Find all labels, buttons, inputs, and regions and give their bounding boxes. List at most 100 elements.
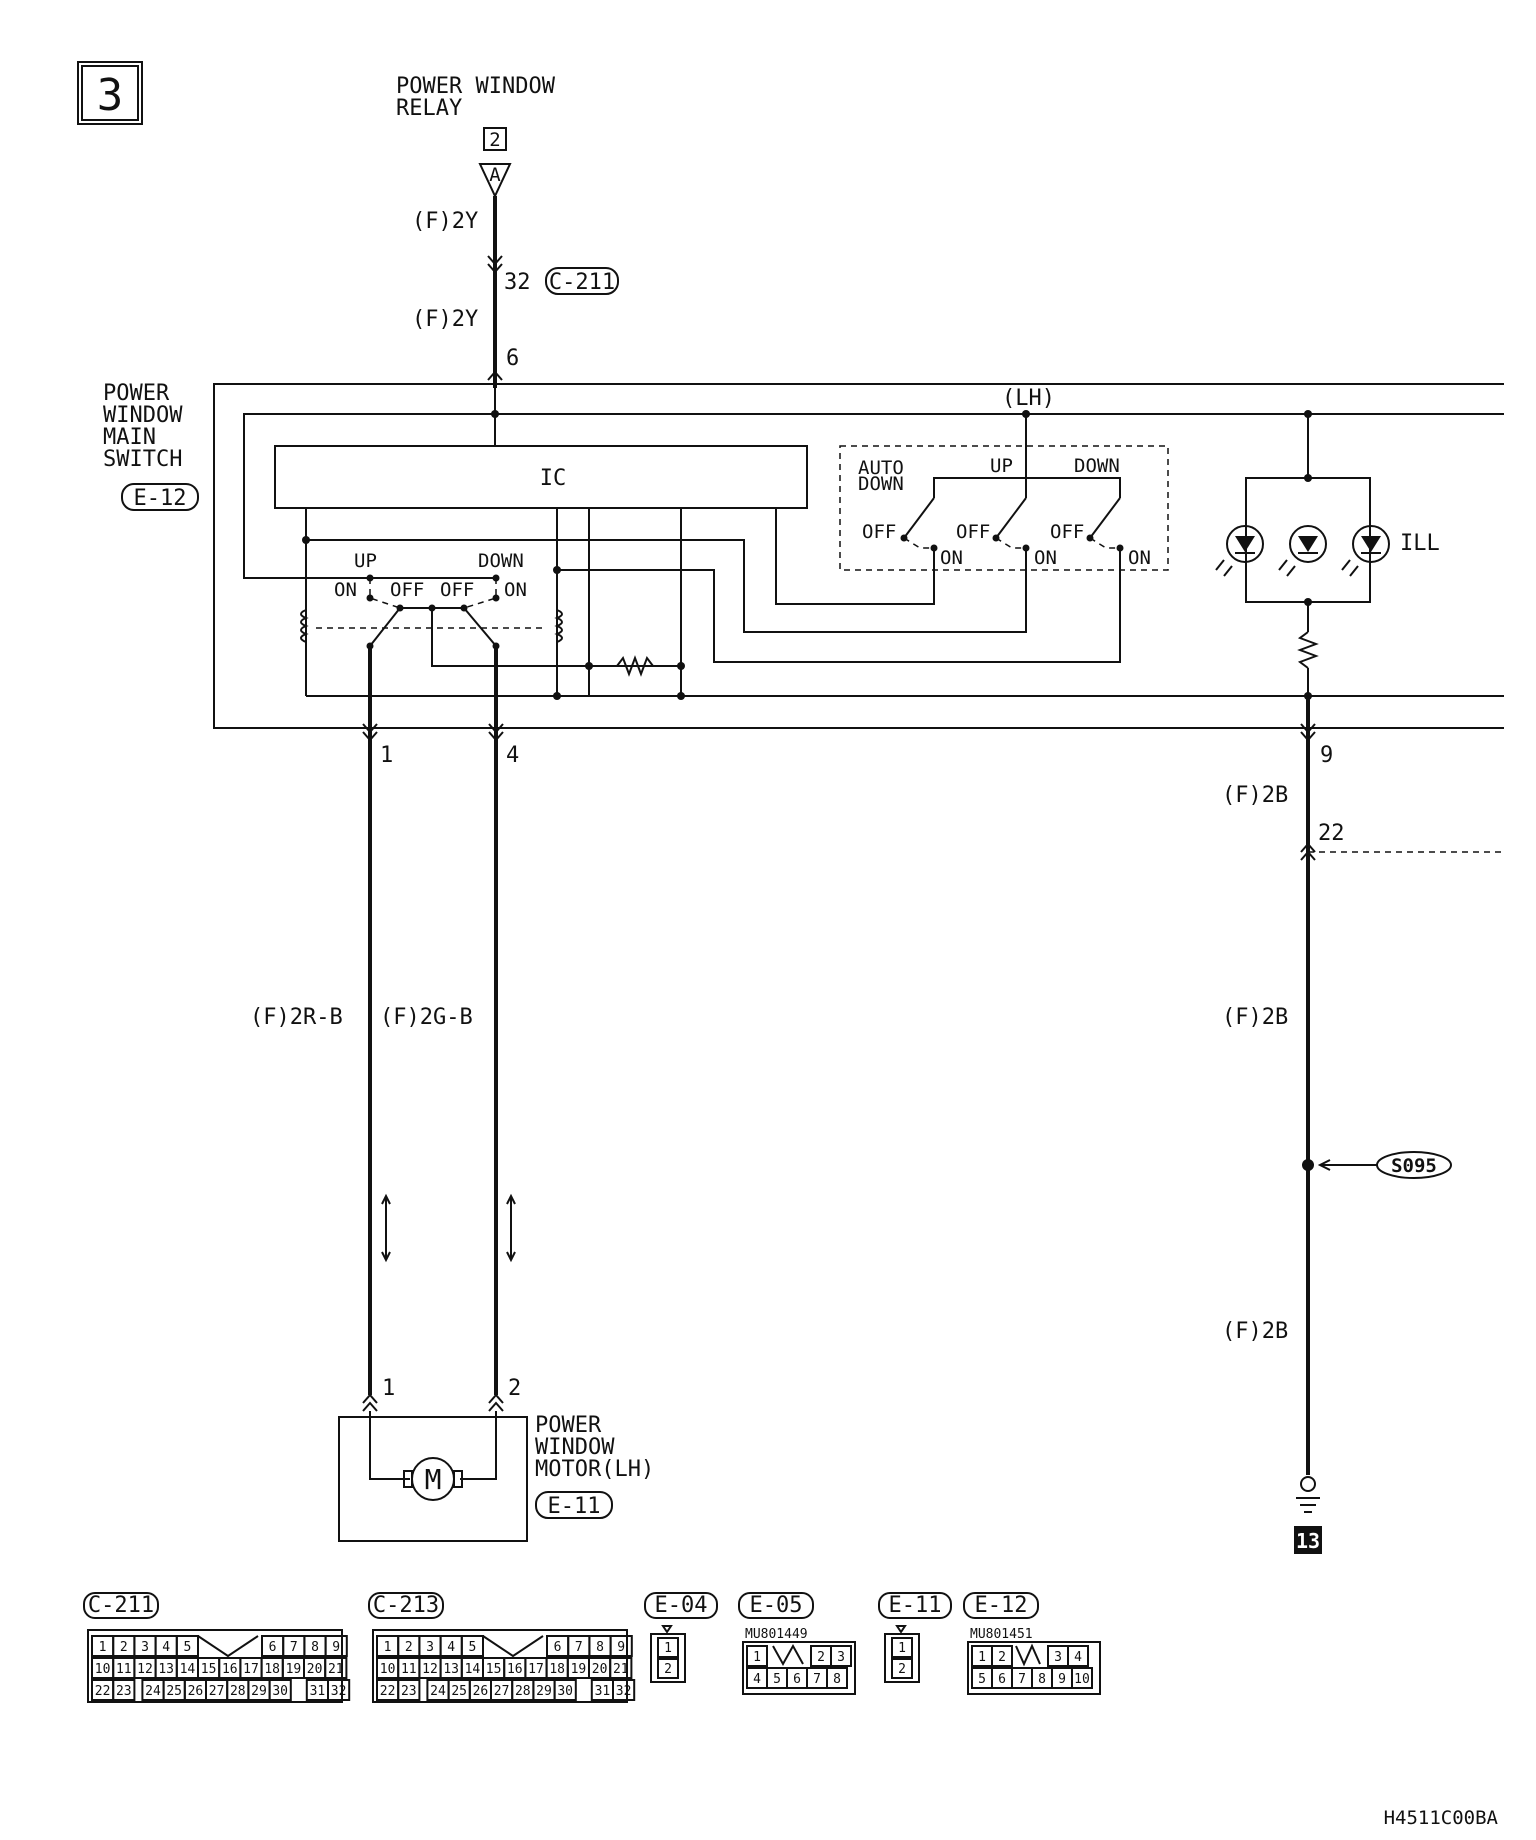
lh-up-label: UP: [990, 455, 1013, 477]
c-211-pin: 10: [95, 1662, 111, 1677]
e-05-label: E-05: [750, 1593, 803, 1618]
c-213-pin: 4: [447, 1640, 455, 1655]
c-211-pin: 5: [183, 1640, 191, 1655]
motor-symbol: [411, 1457, 455, 1501]
c-213-pin: 22: [380, 1684, 396, 1699]
splice-badge: [1376, 1151, 1452, 1179]
c-213-pin-cell: [553, 1679, 577, 1701]
motor-connector-badge: [535, 1491, 613, 1519]
wire-label-2b-3: (F)2B: [1222, 1319, 1288, 1344]
e-12-pin: 1: [978, 1650, 986, 1665]
c-211-pin-cell: [175, 1635, 200, 1657]
switch-down-label: DOWN: [478, 550, 524, 572]
pin9-label: 9: [1320, 743, 1333, 768]
e-05-pin: 6: [793, 1672, 801, 1687]
ground-ref: 13: [1296, 1529, 1320, 1553]
c-213-pin: 32: [616, 1684, 632, 1699]
c211-connector-label: C-211: [549, 270, 615, 295]
c-211-pin: 16: [222, 1662, 238, 1677]
c-213-pin: 13: [443, 1662, 459, 1677]
c-211-pin: 24: [145, 1684, 161, 1699]
main-switch-box: [213, 383, 1504, 729]
e-05-connector-body: [742, 1641, 856, 1695]
c-213-pin: 31: [595, 1684, 611, 1699]
c-211-pin: 9: [332, 1640, 340, 1655]
c-211-pin: 13: [158, 1662, 174, 1677]
e-04-pin-cell: [657, 1658, 679, 1679]
e-12-pin-cell: [1071, 1667, 1093, 1689]
c-213-pin: 25: [451, 1684, 467, 1699]
lh-down-label: DOWN: [1074, 455, 1120, 477]
c-213-pin: 12: [422, 1662, 438, 1677]
ic-label: IC: [540, 466, 567, 491]
motor-box: [338, 1416, 528, 1542]
e-12-connector-body: [967, 1641, 1101, 1695]
motor-title-line2: WINDOW: [535, 1435, 615, 1460]
e-05-pin-cell: [746, 1645, 768, 1667]
c-211-pin: 18: [264, 1662, 280, 1677]
e-11-label: E-11: [889, 1593, 942, 1618]
c-213-pin: 21: [613, 1662, 629, 1677]
c-211-pin: 28: [230, 1684, 246, 1699]
c-213-pin: 19: [571, 1662, 587, 1677]
c-213-pin: 14: [465, 1662, 481, 1677]
c-211-pin: 19: [286, 1662, 302, 1677]
c-211-pin: 17: [243, 1662, 259, 1677]
main-switch-connector-badge: [121, 483, 199, 511]
c-211-pin: 14: [180, 1662, 196, 1677]
pin6-label: 6: [506, 346, 519, 371]
coil-right: [554, 609, 563, 643]
main-switch-title-line1: POWER: [103, 381, 170, 406]
lh-on-1: ON: [940, 547, 963, 569]
e-05-pin: 3: [837, 1650, 845, 1665]
current-arrow-left: [381, 1193, 391, 1263]
c-213-pin: 15: [486, 1662, 502, 1677]
c-213-pin: 2: [405, 1640, 413, 1655]
relay-title-line1: POWER WINDOW: [396, 74, 556, 99]
relay-ref-box: [483, 127, 507, 151]
pin1-label: 1: [380, 743, 393, 768]
e-12-pin: 3: [1054, 1650, 1062, 1665]
motor-connector: E-11: [548, 1494, 601, 1519]
current-arrow-right: [506, 1193, 516, 1263]
c-213-pin: 5: [468, 1640, 476, 1655]
wire-label-2y-bottom: (F)2Y: [412, 307, 478, 332]
c-213-pin: 18: [549, 1662, 565, 1677]
e-11-connector-body: [884, 1633, 920, 1683]
c-213-pin: 20: [592, 1662, 608, 1677]
e-12-pin: 10: [1074, 1672, 1090, 1687]
c-211-pin: 32: [331, 1684, 347, 1699]
c-213-pin-cell: [612, 1679, 636, 1701]
c-213-pin: 26: [473, 1684, 489, 1699]
lh-on-3: ON: [1128, 547, 1151, 569]
e-04-connector-body: [650, 1633, 686, 1683]
c-211-key: [197, 1635, 259, 1658]
c-213-pin-cell: [397, 1679, 421, 1701]
e-04-pin-cell: [657, 1637, 679, 1658]
c-213-pin-cell: [609, 1635, 633, 1657]
e-05-key: [772, 1643, 804, 1667]
c-213-connector-body: [372, 1629, 628, 1703]
ground-terminal: [1300, 1476, 1316, 1492]
c-213-pin: 6: [554, 1640, 562, 1655]
switch-on-right: ON: [504, 579, 527, 601]
c-211-pin: 8: [311, 1640, 319, 1655]
c-213-pin: 1: [384, 1640, 392, 1655]
switch-up-label: UP: [354, 550, 377, 572]
lh-switch-block: [839, 445, 1169, 571]
c-213-pin: 24: [430, 1684, 446, 1699]
wire-label-2gb: (F)2G-B: [380, 1005, 473, 1030]
ill-label: ILL: [1400, 531, 1440, 556]
led-2-icon: [1278, 525, 1327, 577]
e-04-key: [661, 1625, 673, 1634]
coil-left: [300, 609, 309, 643]
motor-pin1-label: 1: [382, 1376, 395, 1401]
e-12-part: MU801451: [970, 1627, 1033, 1642]
c-211-pin: 4: [162, 1640, 170, 1655]
c-213-pin-cell: [609, 1657, 633, 1679]
c-211-pin-cell: [112, 1679, 136, 1701]
e-11-badge: [878, 1592, 952, 1619]
e-11-pin: 2: [898, 1662, 906, 1677]
c-211-pin: 7: [290, 1640, 298, 1655]
